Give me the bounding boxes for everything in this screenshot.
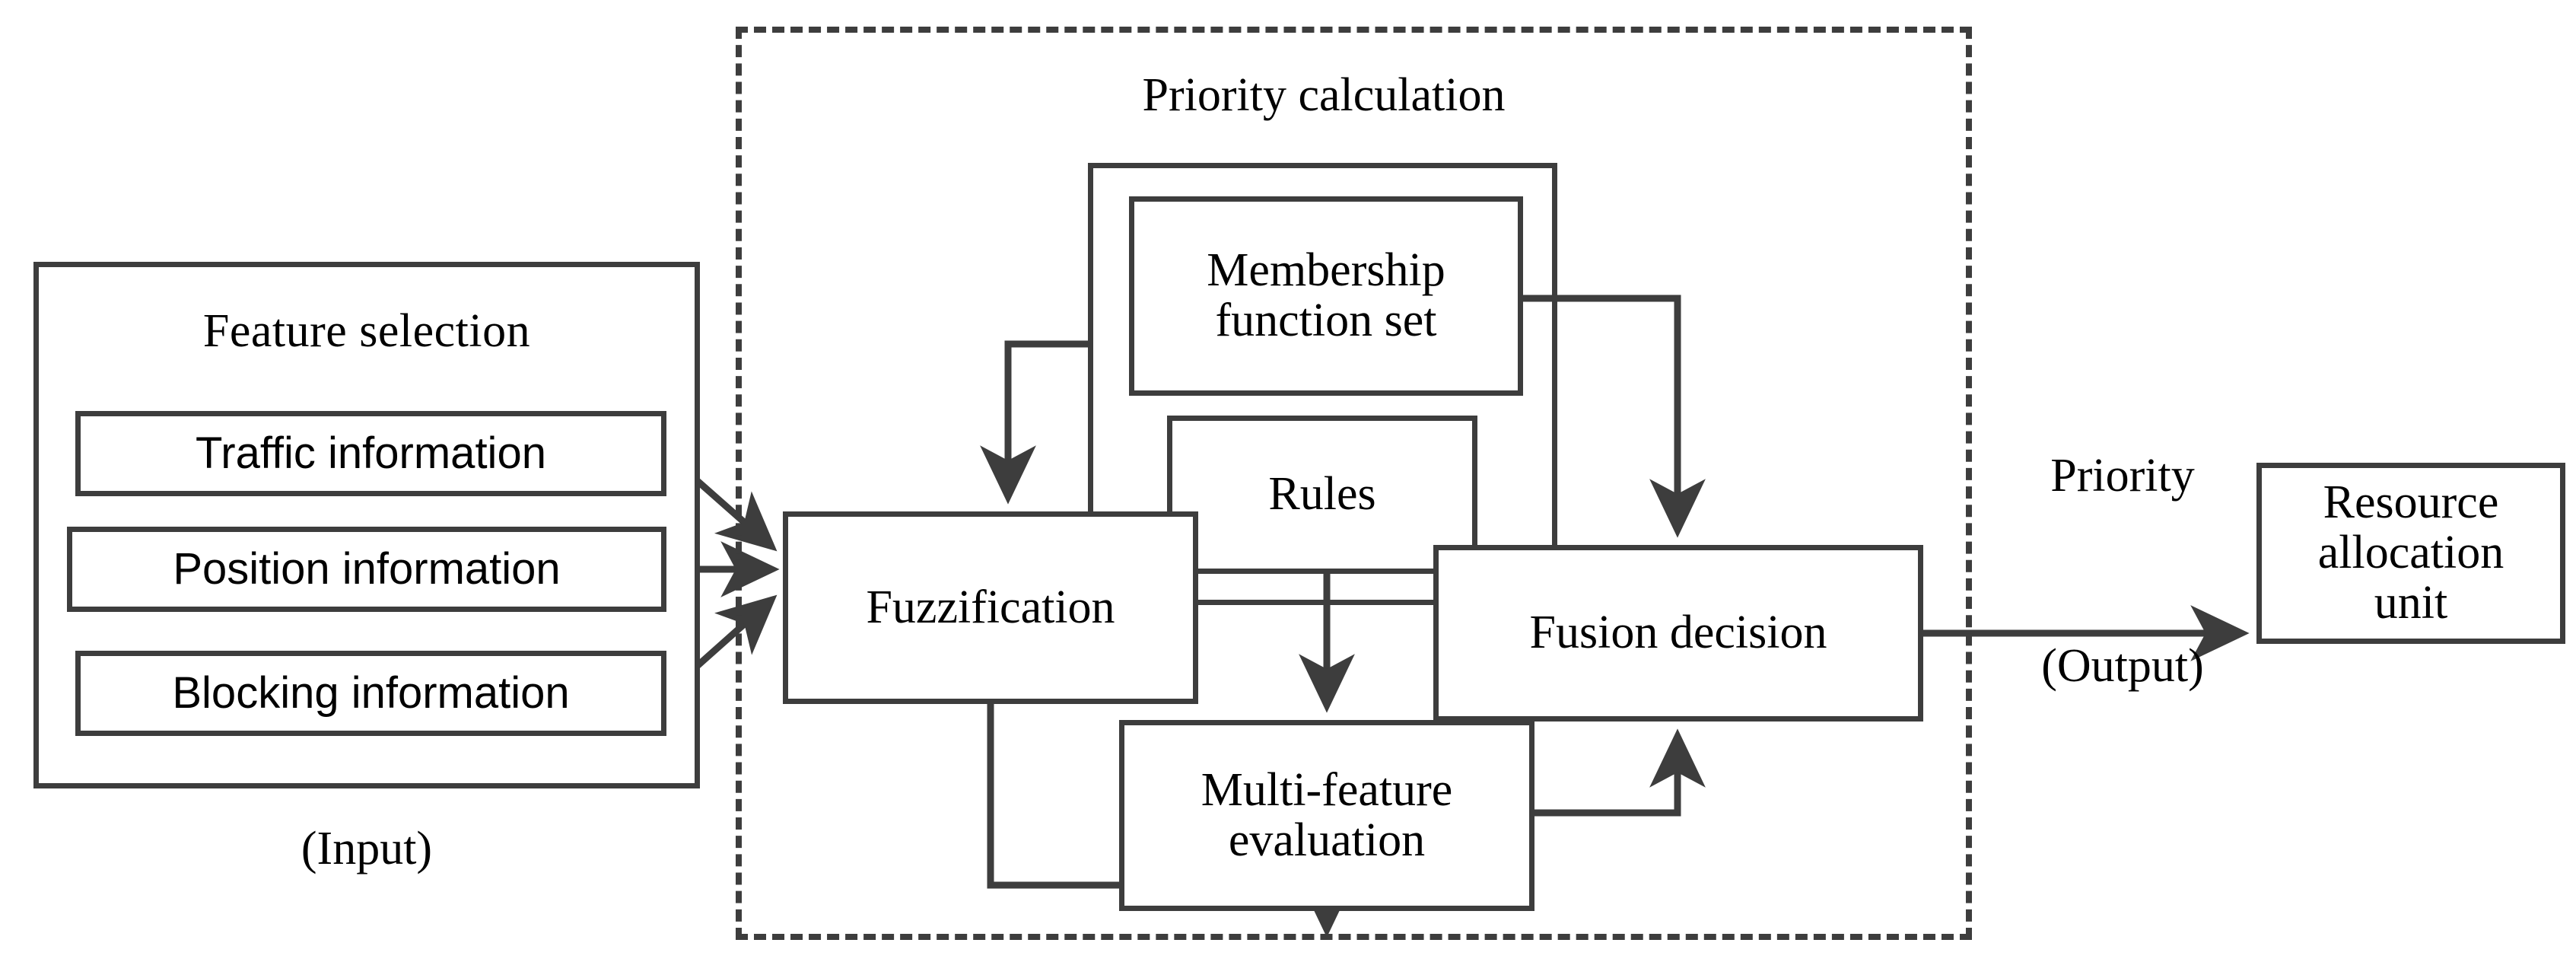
multi-feature-evaluation-box[interactable]: Multi-feature evaluation	[1119, 720, 1534, 911]
feature-item-position-label: Position information	[173, 544, 561, 594]
feature-item-blocking-label: Blocking information	[172, 668, 570, 718]
priority-edge-label: Priority	[2050, 450, 2195, 502]
edge-membership-to-fuzzification	[980, 340, 1088, 505]
fuzzification-box[interactable]: Fuzzification	[783, 511, 1198, 704]
feature-selection-title: Feature selection	[202, 305, 531, 357]
resource-allocation-unit-label: Resource allocation unit	[2317, 476, 2504, 629]
output-caption: (Output)	[2041, 640, 2204, 692]
edge-multifeature-to-fusion	[1534, 728, 1706, 817]
input-caption: (Input)	[301, 823, 433, 874]
resource-allocation-unit-box[interactable]: Resource allocation unit	[2256, 463, 2565, 644]
multi-feature-evaluation-label: Multi-feature evaluation	[1201, 763, 1453, 866]
priority-calculation-region	[736, 27, 1972, 940]
fuzzification-label: Fuzzification	[866, 581, 1115, 633]
feature-item-blocking[interactable]: Blocking information	[75, 651, 666, 736]
feature-item-traffic[interactable]: Traffic information	[75, 411, 666, 496]
priority-calculation-title: Priority calculation	[1142, 69, 1506, 121]
membership-function-set-box[interactable]: Membership function set	[1129, 196, 1523, 396]
membership-function-set-label: Membership function set	[1207, 244, 1445, 346]
rules-label: Rules	[1268, 468, 1376, 521]
feature-item-traffic-label: Traffic information	[196, 428, 546, 479]
feature-item-position[interactable]: Position information	[67, 527, 666, 612]
fusion-decision-label: Fusion decision	[1529, 607, 1827, 659]
knowledge-base-container	[1088, 163, 1557, 605]
edge-membership-to-fusion	[1523, 295, 1706, 538]
rules-box[interactable]: Rules	[1167, 416, 1477, 574]
fusion-decision-box[interactable]: Fusion decision	[1433, 545, 1923, 722]
